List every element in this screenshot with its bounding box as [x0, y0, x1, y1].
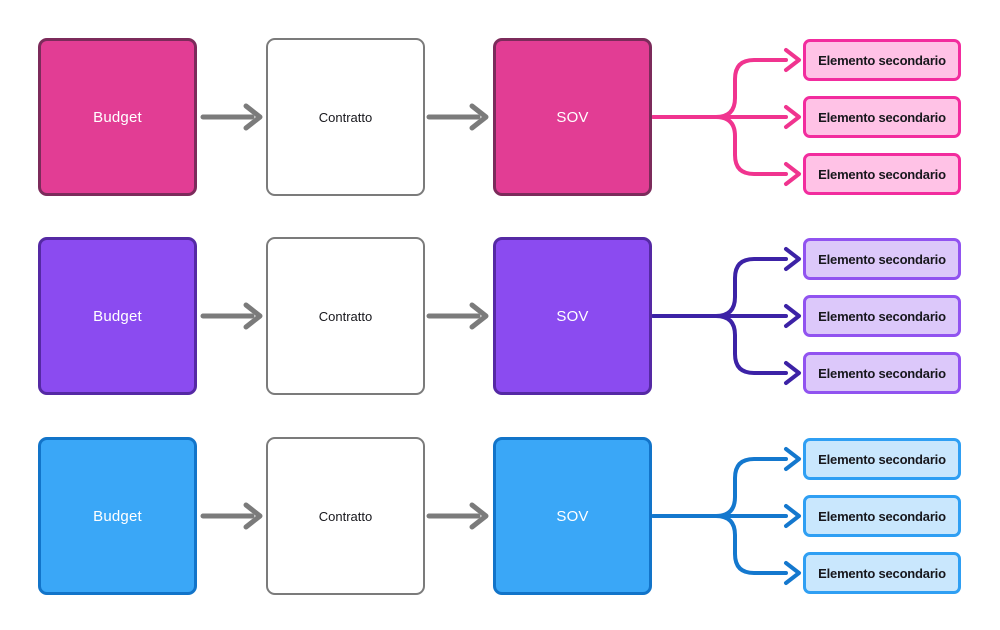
secondary-node: Elemento secondario — [803, 238, 961, 280]
secondary-node: Elemento secondario — [803, 438, 961, 480]
secondary-label: Elemento secondario — [818, 166, 946, 182]
secondary-label: Elemento secondario — [818, 508, 946, 524]
secondary-node: Elemento secondario — [803, 495, 961, 537]
secondary-label: Elemento secondario — [818, 565, 946, 581]
flow-row-blue: Budget Contratto SOV Elemento secondario… — [0, 437, 1000, 595]
contratto-label: Contratto — [318, 308, 373, 324]
secondary-label: Elemento secondario — [818, 109, 946, 125]
budget-label: Budget — [93, 108, 142, 126]
budget-label: Budget — [93, 507, 142, 525]
branch-connector — [651, 247, 801, 385]
flow-row-purple: Budget Contratto SOV Elemento secondario… — [0, 237, 1000, 395]
secondary-node: Elemento secondario — [803, 295, 961, 337]
contratto-node: Contratto — [266, 237, 425, 395]
budget-node: Budget — [38, 38, 197, 196]
secondary-node: Elemento secondario — [803, 39, 961, 81]
secondary-node: Elemento secondario — [803, 352, 961, 394]
contratto-label: Contratto — [318, 508, 373, 524]
secondary-label: Elemento secondario — [818, 308, 946, 324]
secondary-label: Elemento secondario — [818, 451, 946, 467]
secondary-node: Elemento secondario — [803, 96, 961, 138]
secondary-label: Elemento secondario — [818, 52, 946, 68]
secondary-node: Elemento secondario — [803, 552, 961, 594]
sov-label: SOV — [556, 307, 589, 325]
branch-connector — [651, 447, 801, 585]
sov-node: SOV — [493, 437, 652, 595]
sov-node: SOV — [493, 237, 652, 395]
contratto-node: Contratto — [266, 437, 425, 595]
flow-row-pink: Budget Contratto SOV Elemento secondario… — [0, 38, 1000, 196]
contratto-node: Contratto — [266, 38, 425, 196]
secondary-label: Elemento secondario — [818, 365, 946, 381]
budget-label: Budget — [93, 307, 142, 325]
sov-node: SOV — [493, 38, 652, 196]
branch-connector — [651, 48, 801, 186]
secondary-node: Elemento secondario — [803, 153, 961, 195]
budget-node: Budget — [38, 437, 197, 595]
sov-label: SOV — [556, 507, 589, 525]
budget-node: Budget — [38, 237, 197, 395]
sov-label: SOV — [556, 108, 589, 126]
contratto-label: Contratto — [318, 109, 373, 125]
secondary-label: Elemento secondario — [818, 251, 946, 267]
